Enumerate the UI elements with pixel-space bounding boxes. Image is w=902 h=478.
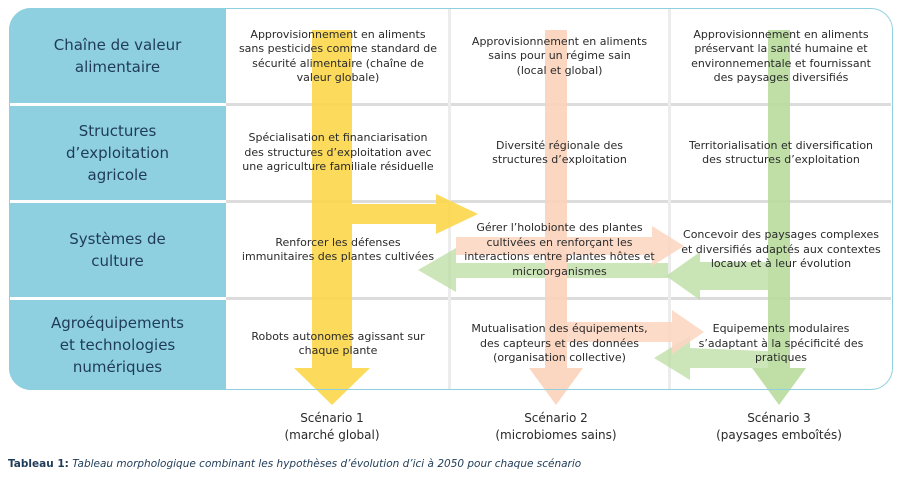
scenario3-vertical-arrow (752, 30, 806, 405)
scenario1-label: Scénario 1 (marché global) (284, 411, 380, 442)
scenario1-vertical-arrow (294, 30, 370, 405)
scenario3-arrow-equipment (654, 336, 790, 380)
scenario3-arrow-to-col1 (666, 252, 780, 300)
scenario1-arrow-to-col2 (352, 194, 478, 234)
cell-agroequipment-scenario1: Robots autonomes agissant sur chaque pla… (251, 329, 425, 358)
table-caption: Tableau 1: Tableau morphologique combina… (8, 458, 581, 470)
cell-value-chain-scenario1: Approvisionnement en aliments sans pesti… (238, 27, 438, 85)
row-header-agroequipment: Agroéquipements et technologies numériqu… (9, 300, 226, 390)
caption-text: Tableau morphologique combinant les hypo… (68, 458, 582, 470)
row-header-value-chain: Chaîne de valeur alimentaire (9, 8, 226, 103)
row-header-cropping-systems: Systèmes de culture (9, 203, 226, 297)
cell-agroequipment-scenario2: Mutualisation des équipements, des capte… (471, 322, 648, 365)
cell-cropping-systems-scenario1: Renforcer les défenses immunitaires des … (241, 235, 435, 264)
cell-farm-structures-scenario3: Territorialisation et diversification de… (688, 138, 874, 167)
scenario3-label: Scénario 3 (paysages emboîtés) (716, 411, 842, 442)
caption-label: Tableau 1: (8, 458, 69, 470)
cell-farm-structures-scenario2: Diversité régionale des structures d’exp… (492, 138, 627, 167)
cell-value-chain-scenario2: Approvisionnement en aliments sains pour… (471, 34, 648, 77)
column-separator (668, 9, 671, 389)
scenario3-arrow-to-col2 (418, 248, 668, 292)
scenario2-arrow-to-col3 (456, 226, 684, 266)
row-header-farm-structures: Structures d’exploitation agricole (9, 106, 226, 200)
scenario2-label: Scénario 2 (microbiomes sains) (495, 411, 617, 442)
column-separator (448, 9, 451, 389)
scenario2-arrow-equipment (567, 310, 704, 354)
cell-value-chain-scenario3: Approvisionnement en aliments préservant… (691, 27, 871, 85)
cell-cropping-systems-scenario2: Gérer l’holobionte des plantes cultivées… (464, 221, 655, 278)
cell-farm-structures-scenario1: Spécialisation et financiarisation des s… (242, 131, 434, 174)
cell-cropping-systems-scenario3: Concevoir des paysages complexes et dive… (681, 228, 881, 271)
cell-agroequipment-scenario3: Equipements modulaires s’adaptant à la s… (698, 322, 864, 365)
scenario2-vertical-arrow (529, 30, 583, 405)
